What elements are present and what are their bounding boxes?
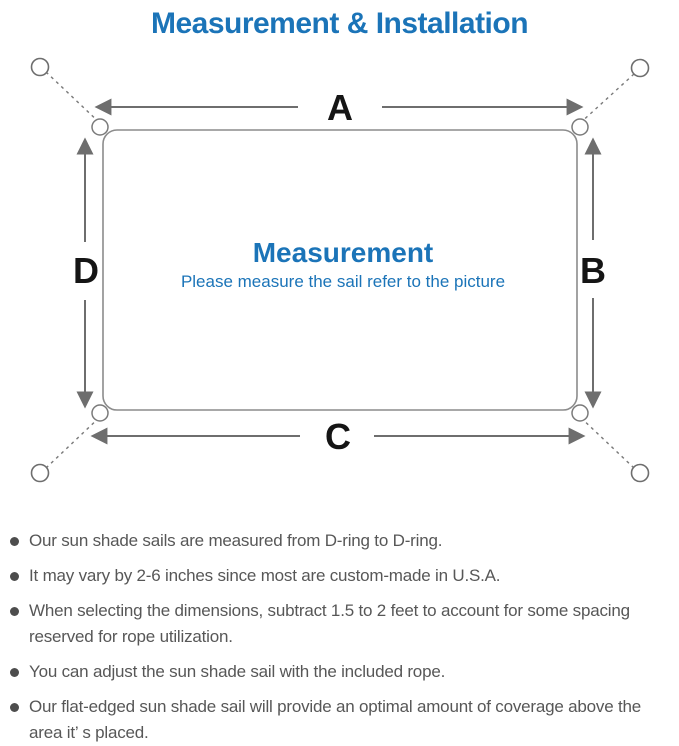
d-ring-icon-top-right	[571, 118, 589, 136]
list-item: It may vary by 2-6 inches since most are…	[8, 563, 671, 589]
dimension-label-a: A	[327, 87, 353, 128]
rope-line-bottom-left	[45, 414, 103, 469]
list-item: Our flat-edged sun shade sail will provi…	[8, 694, 671, 746]
note-text: It may vary by 2-6 inches since most are…	[29, 566, 501, 585]
list-item: Our sun shade sails are measured from D-…	[8, 528, 671, 554]
bullet-icon	[10, 703, 19, 712]
bullet-icon	[10, 572, 19, 581]
sail-outline	[102, 129, 578, 411]
note-text: You can adjust the sun shade sail with t…	[29, 662, 446, 681]
anchor-point-icon-top-left	[30, 57, 50, 77]
rope-line-bottom-right	[577, 414, 635, 469]
note-text: When selecting the dimensions, subtract …	[29, 601, 630, 646]
anchor-point-icon-top-right	[630, 58, 650, 78]
sail-diagram-svg: A B C D Measurement Please measure the s…	[30, 57, 650, 483]
dimension-label-d: D	[73, 250, 99, 291]
diagram-caption-title: Measurement	[253, 237, 434, 268]
page-title: Measurement & Installation	[150, 7, 529, 40]
measurement-diagram: A B C D Measurement Please measure the s…	[0, 50, 679, 510]
d-ring-icon-top-left	[91, 118, 109, 136]
d-ring-icon-bottom-left	[91, 404, 109, 422]
anchor-point-icon-bottom-left	[30, 463, 50, 483]
bullet-icon	[10, 668, 19, 677]
list-item: When selecting the dimensions, subtract …	[8, 598, 671, 650]
list-item: You can adjust the sun shade sail with t…	[8, 659, 671, 685]
notes-list: Our sun shade sails are measured from D-…	[0, 528, 679, 746]
dimension-label-c: C	[325, 416, 351, 457]
rope-line-top-left	[45, 71, 103, 126]
d-ring-icon-bottom-right	[571, 404, 589, 422]
dimension-label-b: B	[580, 250, 606, 291]
note-text: Our flat-edged sun shade sail will provi…	[29, 697, 642, 742]
bullet-icon	[10, 607, 19, 616]
bullet-icon	[10, 537, 19, 546]
diagram-caption-subtitle: Please measure the sail refer to the pic…	[181, 272, 505, 291]
rope-line-top-right	[577, 73, 635, 126]
anchor-point-icon-bottom-right	[630, 463, 650, 483]
note-text: Our sun shade sails are measured from D-…	[29, 531, 443, 550]
